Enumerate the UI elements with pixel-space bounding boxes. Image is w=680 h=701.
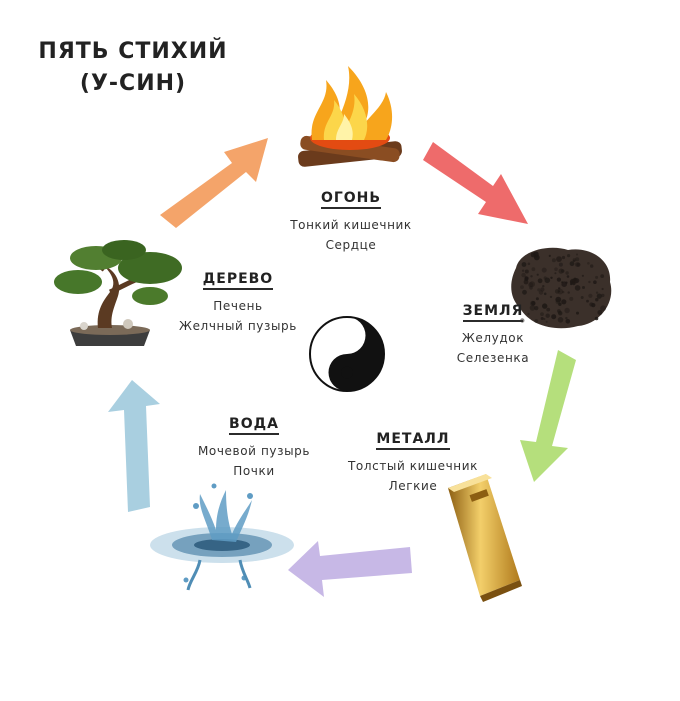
- element-water-organ-1: Мочевой пузырь: [197, 444, 311, 458]
- arrow-earth-to-metal: [520, 350, 576, 482]
- element-water-name: ВОДА: [229, 416, 279, 435]
- element-wood-organ-2: Желчный пузырь: [179, 319, 297, 333]
- title-line-1: ПЯТЬ СТИХИЙ: [38, 39, 228, 64]
- element-water-organ-2: Почки: [233, 464, 275, 478]
- element-earth: ЗЕМЛЯ Желудок Селезенка: [428, 300, 558, 368]
- arrow-metal-to-water: [288, 541, 412, 597]
- title-line-2: (У-СИН): [79, 71, 187, 96]
- element-wood: ДЕРЕВО Печень Желчный пузырь: [164, 268, 312, 336]
- arrow-water-to-wood: [108, 380, 160, 512]
- arrow-wood-to-fire: [160, 138, 268, 228]
- diagram-title: ПЯТЬ СТИХИЙ (У-СИН): [18, 36, 248, 100]
- element-metal: МЕТАЛЛ Толстый кишечник Легкие: [328, 428, 498, 496]
- element-water: ВОДА Мочевой пузырь Почки: [176, 413, 332, 481]
- element-fire-organ-2: Сердце: [325, 238, 377, 252]
- element-metal-name: МЕТАЛЛ: [376, 431, 450, 450]
- element-fire: ОГОНЬ Тонкий кишечник Сердце: [272, 187, 430, 255]
- element-metal-organ-2: Легкие: [388, 479, 438, 493]
- arrow-fire-to-earth: [423, 142, 528, 224]
- element-wood-organ-1: Печень: [213, 299, 263, 313]
- element-fire-organ-1: Тонкий кишечник: [290, 218, 412, 232]
- element-earth-organ-1: Желудок: [461, 331, 525, 345]
- element-wood-name: ДЕРЕВО: [202, 271, 274, 290]
- element-earth-organ-2: Селезенка: [456, 351, 530, 365]
- element-metal-organ-1: Толстый кишечник: [347, 459, 478, 473]
- element-earth-name: ЗЕМЛЯ: [462, 303, 524, 322]
- element-fire-name: ОГОНЬ: [320, 190, 382, 209]
